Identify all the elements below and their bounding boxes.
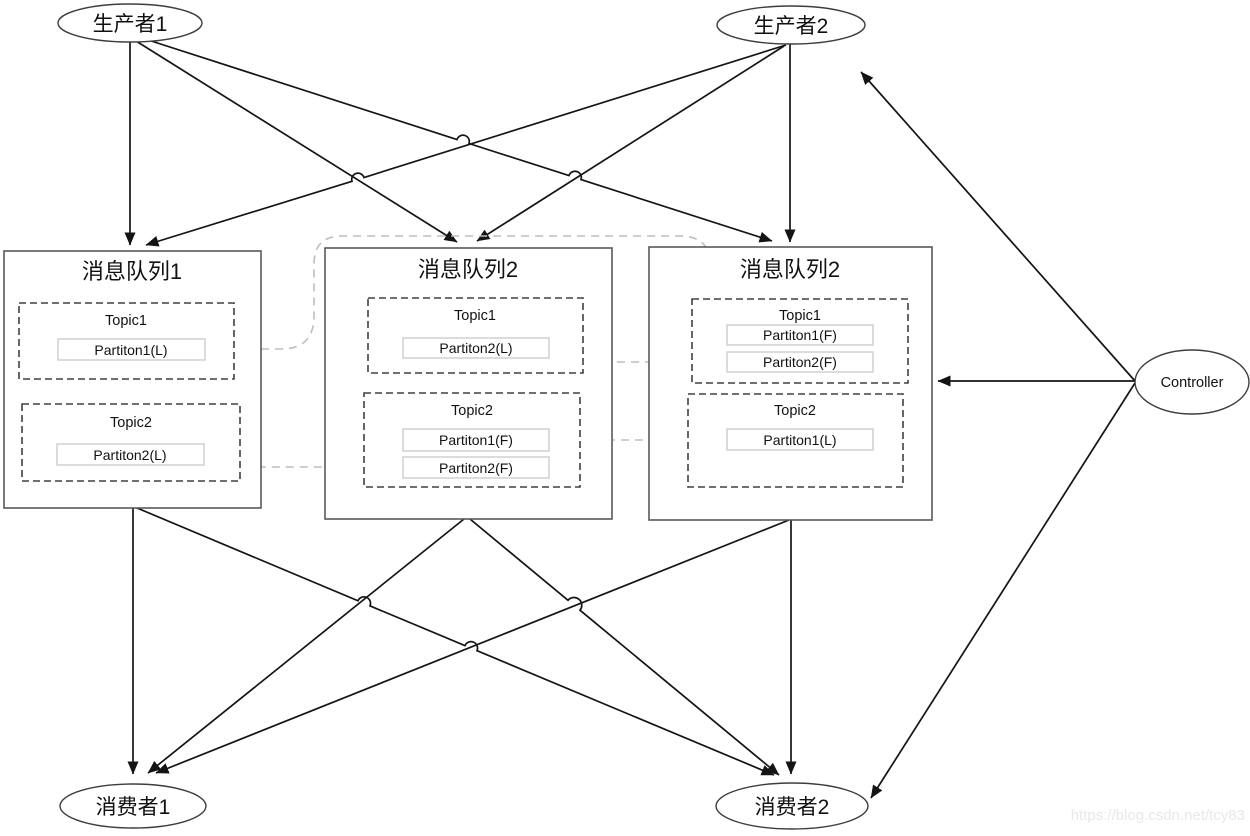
node-ellipses: 生产者1 生产者2 消费者1 消费者2 Controller bbox=[57, 3, 1250, 830]
queue1-topic1-partition1-label: Partiton1(L) bbox=[94, 342, 167, 358]
queue2-topic2-label: Topic2 bbox=[451, 403, 493, 419]
queue2-topic1-box bbox=[367, 297, 584, 374]
consumer1-label: 消费者1 bbox=[96, 796, 171, 819]
queue2-topic2-partition2-box bbox=[402, 456, 550, 479]
consumer1-ellipse bbox=[59, 783, 207, 829]
queue1-topic2-box bbox=[21, 403, 241, 482]
queue1-topic2-partition1-label: Partiton2(L) bbox=[93, 447, 166, 463]
queue3-topic2-partition1-box bbox=[726, 428, 874, 451]
queue2-topic2-partition2-label: Partiton2(F) bbox=[439, 460, 513, 476]
queue1-topic2-partition1-box bbox=[56, 443, 205, 466]
queue2-topic1-label: Topic1 bbox=[454, 308, 496, 324]
consumer2-ellipse bbox=[715, 782, 869, 830]
arrow-producer1-to-queue2 bbox=[135, 40, 458, 243]
producer1-label: 生产者1 bbox=[93, 13, 168, 36]
queue-consumer-links bbox=[127, 507, 797, 776]
queue3-topic1-partition1-box bbox=[726, 324, 874, 346]
arrow-producer2-to-queue1 bbox=[145, 44, 787, 247]
queue1-topic2-label: Topic2 bbox=[110, 415, 152, 431]
watermark-text: https://blog.csdn.net/tcy83 bbox=[1071, 807, 1245, 824]
controller-label: Controller bbox=[1161, 375, 1224, 391]
queue3-topic2-label: Topic2 bbox=[774, 403, 816, 419]
controller-ellipse bbox=[1134, 349, 1250, 415]
queue1-group: 消息队列1 Topic1 Partiton1(L) Topic2 Partito… bbox=[3, 250, 262, 509]
queue3-topic1-partition2-box bbox=[726, 351, 874, 373]
producer1-ellipse bbox=[57, 3, 203, 43]
arrow-queue3-to-consumer1 bbox=[155, 519, 790, 774]
producer2-ellipse bbox=[716, 5, 866, 45]
arrow-producer1-to-queue3 bbox=[144, 38, 773, 243]
consumer2-label: 消费者2 bbox=[755, 796, 830, 819]
queue3-group: 消息队列2 Topic1 Partiton1(F) Partiton2(F) T… bbox=[648, 246, 933, 521]
queue2-topic1-partition1-box bbox=[402, 337, 550, 359]
arrow-producer2-to-queue2 bbox=[476, 45, 785, 242]
queue3-title: 消息队列2 bbox=[740, 257, 840, 282]
queue1-topic1-partition1-box bbox=[57, 338, 206, 361]
queue3-box bbox=[648, 246, 933, 521]
queue2-topic2-partition1-box bbox=[402, 428, 550, 452]
arrow-controller-to-producer2 bbox=[860, 71, 1136, 382]
queue3-topic1-partition2-label: Partiton2(F) bbox=[763, 354, 837, 370]
queue1-topic1-box bbox=[18, 302, 235, 380]
controller-links bbox=[860, 71, 1136, 799]
arrow-controller-to-consumer2 bbox=[870, 382, 1136, 799]
queue1-title: 消息队列1 bbox=[82, 259, 182, 284]
arrow-queue2-to-consumer2 bbox=[469, 518, 780, 776]
arrow-queue2-to-consumer1 bbox=[147, 518, 465, 774]
queue2-topic2-box bbox=[363, 392, 581, 488]
queue3-topic1-box bbox=[691, 298, 909, 384]
queue2-title: 消息队列2 bbox=[418, 257, 518, 282]
queue2-topic1-partition1-label: Partiton2(L) bbox=[439, 340, 512, 356]
queue2-group: 消息队列2 Topic1 Partiton2(L) Topic2 Partito… bbox=[324, 247, 613, 520]
producer2-label: 生产者2 bbox=[754, 15, 829, 38]
queue2-topic2-partition1-label: Partiton1(F) bbox=[439, 432, 513, 448]
queue3-topic1-partition1-label: Partiton1(F) bbox=[763, 327, 837, 343]
queue1-topic1-label: Topic1 bbox=[105, 313, 147, 329]
producer-queue-links bbox=[124, 38, 796, 247]
queue3-topic1-label: Topic1 bbox=[779, 308, 821, 324]
queue3-topic2-partition1-label: Partiton1(L) bbox=[763, 432, 836, 448]
arrow-queue1-to-consumer2 bbox=[136, 507, 775, 776]
